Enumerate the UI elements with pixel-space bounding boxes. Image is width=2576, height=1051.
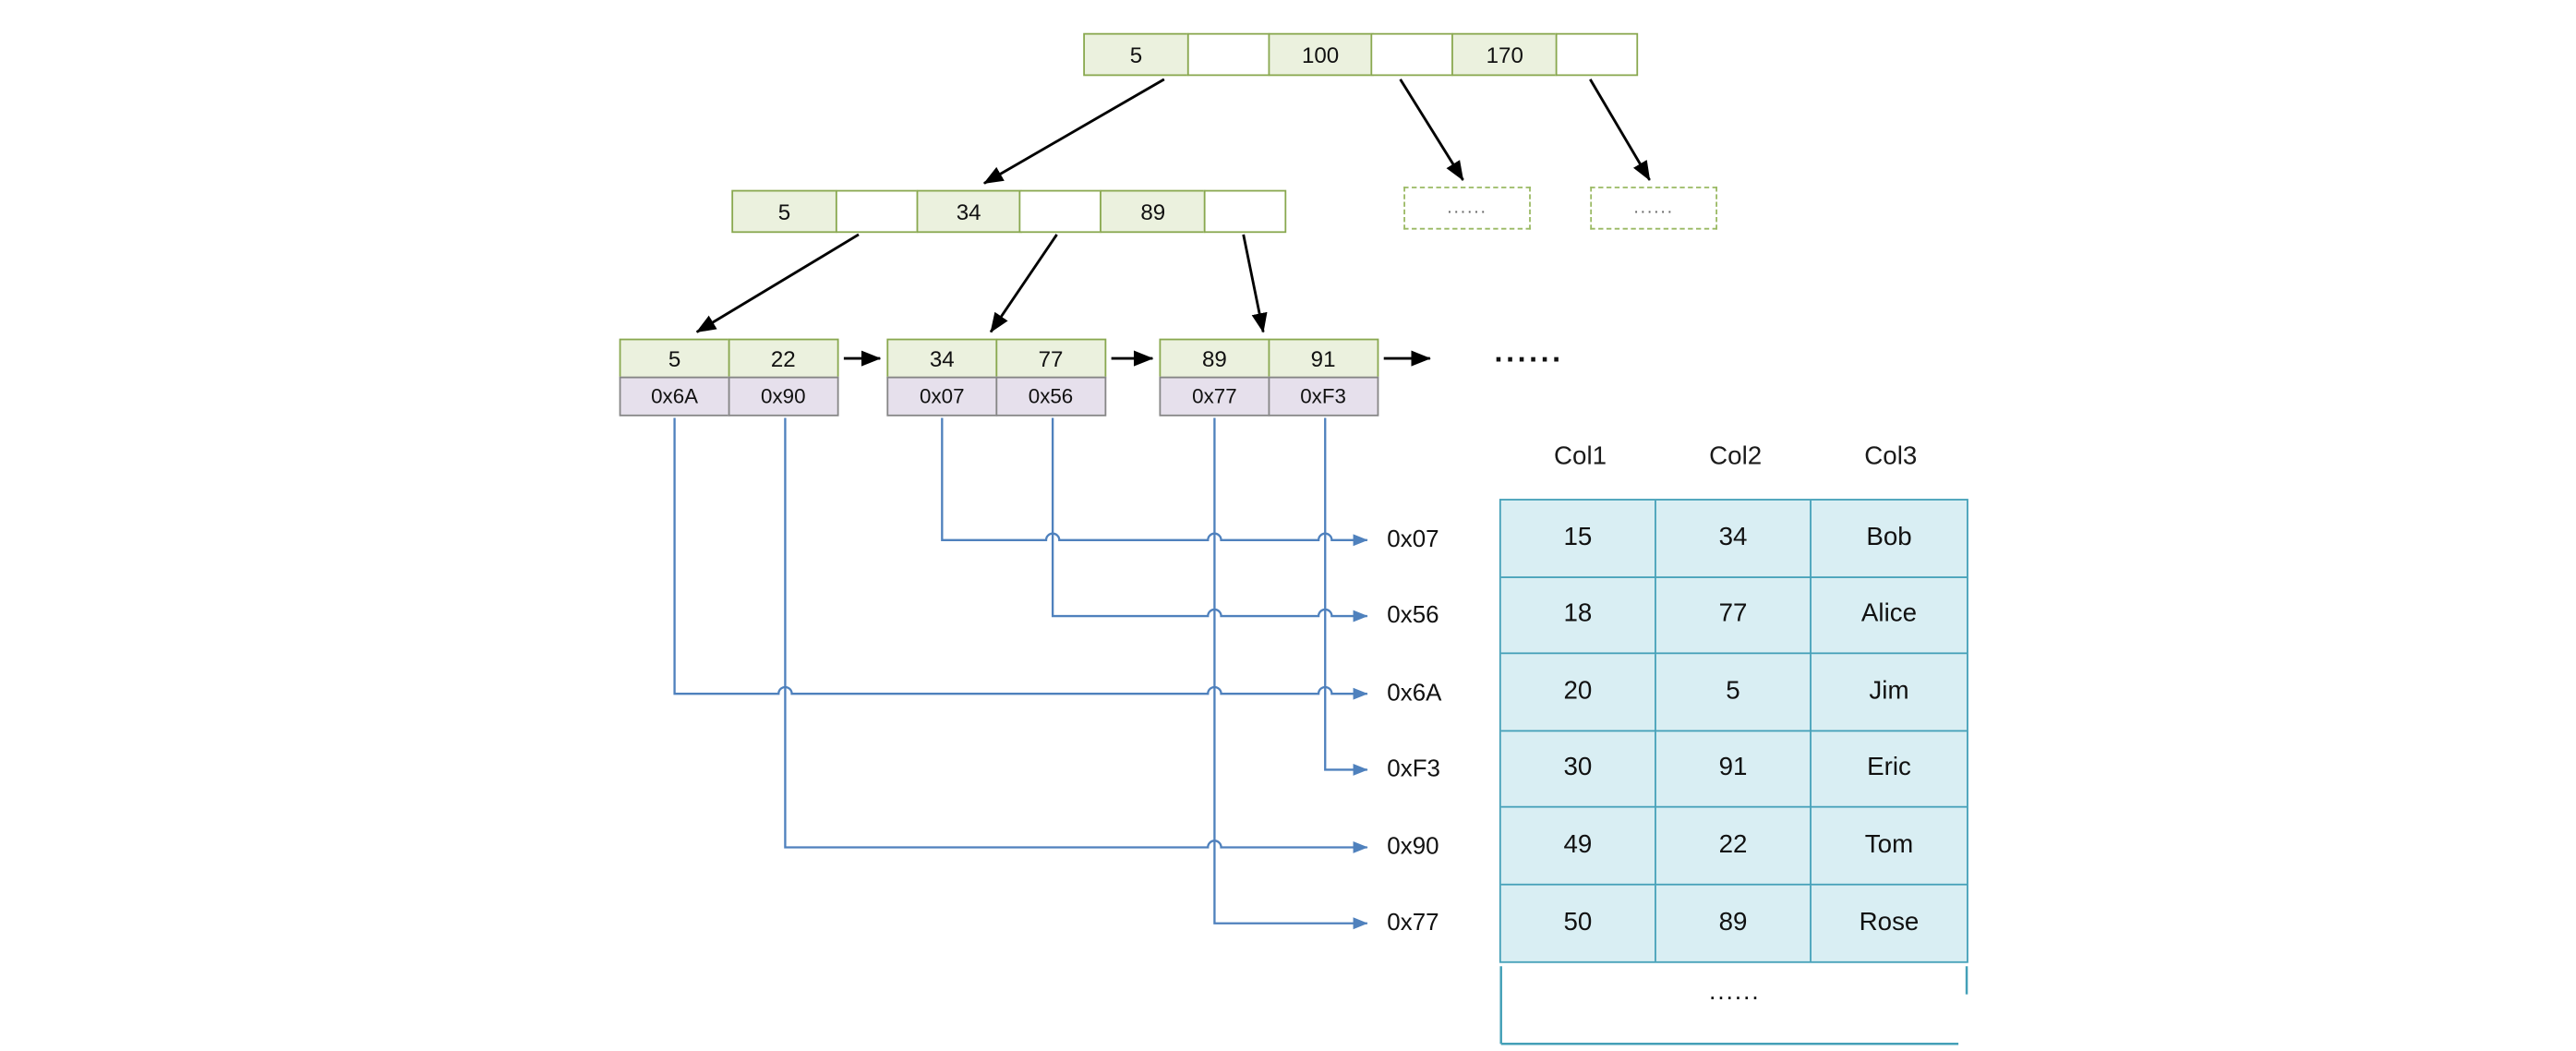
line-addr-0x07 <box>941 417 1368 547</box>
line-addr-0xF3 <box>1324 417 1368 776</box>
row-address-label: 0xF3 <box>1387 756 1440 783</box>
arrow-internal-to-leaf1 <box>695 233 860 333</box>
table-column-header: Col1 <box>1554 442 1607 471</box>
table-cell: Rose <box>1859 908 1920 936</box>
internal-key-cell: 34 <box>915 189 1022 234</box>
internal-key-cell: 5 <box>731 189 837 234</box>
internal-node: 5 34 89 <box>731 189 1287 234</box>
leaf-address-cell: 0x77 <box>1159 376 1270 417</box>
table-cell: 91 <box>1655 731 1812 808</box>
table-cell: 30 <box>1500 731 1656 808</box>
root-pointer-cell <box>1555 32 1639 77</box>
leaf-key-cell: 34 <box>886 338 998 379</box>
line-addr-0x90 <box>784 417 1368 853</box>
leaf-node-3: 89 91 0x77 0xF3 <box>1159 338 1379 417</box>
table-cell: Tom <box>1811 808 1968 885</box>
row-address-label: 0x07 <box>1387 526 1439 554</box>
line-addr-0x6A <box>673 417 1368 700</box>
arrow-root-to-dashed-left <box>1399 79 1464 181</box>
table-cell: 22 <box>1655 807 1812 885</box>
data-table: 15 34 Bob 18 77 Alice 20 5 Jim 30 91 Eri… <box>1499 499 1968 963</box>
leaf-node-1: 5 22 0x6A 0x90 <box>619 338 839 417</box>
table-cell: Jim <box>1811 654 1968 731</box>
table-cell: 15 <box>1500 500 1656 578</box>
dashed-box-dots: ...... <box>1633 198 1674 219</box>
table-cell: Bob <box>1811 501 1968 578</box>
row-address-label: 0x77 <box>1387 910 1439 937</box>
leaf-address-cell: 0x07 <box>886 376 998 417</box>
leaf-address-cell: 0xF3 <box>1268 376 1379 417</box>
table-column-header: Col3 <box>1864 442 1918 471</box>
table-cell: 50 <box>1501 884 1656 961</box>
root-key-cell: 5 <box>1083 32 1189 77</box>
leaf-address-cell: 0x6A <box>619 376 730 417</box>
root-node: 5 100 170 <box>1083 32 1639 77</box>
leaf-address-cell: 0x90 <box>728 376 839 417</box>
root-key-cell: 170 <box>1451 32 1558 77</box>
leaf-key-cell: 77 <box>995 338 1106 379</box>
table-cell: 34 <box>1655 500 1812 578</box>
row-address-label: 0x56 <box>1387 602 1439 630</box>
table-cell: 49 <box>1500 807 1656 885</box>
table-cell: Alice <box>1811 577 1968 655</box>
arrow-internal-to-leaf3 <box>1242 234 1268 333</box>
arrow-root-to-internal <box>982 78 1165 185</box>
arrow-root-to-dashed-right <box>1589 79 1651 181</box>
dashed-subtree-box: ...... <box>1590 187 1717 230</box>
row-address-label: 0x6A <box>1387 680 1442 707</box>
leaf-key-cell: 5 <box>619 338 730 379</box>
internal-pointer-cell <box>835 189 919 234</box>
internal-pointer-cell <box>1203 189 1287 234</box>
table-column-header: Col2 <box>1709 442 1763 471</box>
leaf-key-cell: 89 <box>1159 338 1270 379</box>
leaf-chain-continuation-dots: ...... <box>1494 334 1564 368</box>
table-cell: 5 <box>1655 654 1812 731</box>
leaf-address-cell: 0x56 <box>995 376 1106 417</box>
table-cell: 89 <box>1656 884 1812 961</box>
root-pointer-cell <box>1186 32 1270 77</box>
leaf-key-cell: 91 <box>1268 338 1379 379</box>
internal-pointer-cell <box>1019 189 1102 234</box>
table-cell: 77 <box>1655 577 1812 655</box>
dashed-subtree-box: ...... <box>1403 187 1531 230</box>
arrow-internal-to-leaf2 <box>989 234 1058 333</box>
table-cell: Eric <box>1811 731 1968 808</box>
table-continuation-dots: ...... <box>1709 977 1761 1007</box>
internal-key-cell: 89 <box>1100 189 1207 234</box>
line-addr-0x77 <box>1213 417 1368 930</box>
table-cell: 18 <box>1500 577 1656 655</box>
root-key-cell: 100 <box>1267 32 1374 77</box>
row-address-label: 0x90 <box>1387 834 1439 861</box>
dashed-box-dots: ...... <box>1447 198 1487 219</box>
line-addr-0x56 <box>1051 417 1368 622</box>
leaf-key-cell: 22 <box>728 338 839 379</box>
root-pointer-cell <box>1371 32 1454 77</box>
leaf-node-2: 34 77 0x07 0x56 <box>886 338 1106 417</box>
table-cell: 20 <box>1500 654 1656 731</box>
